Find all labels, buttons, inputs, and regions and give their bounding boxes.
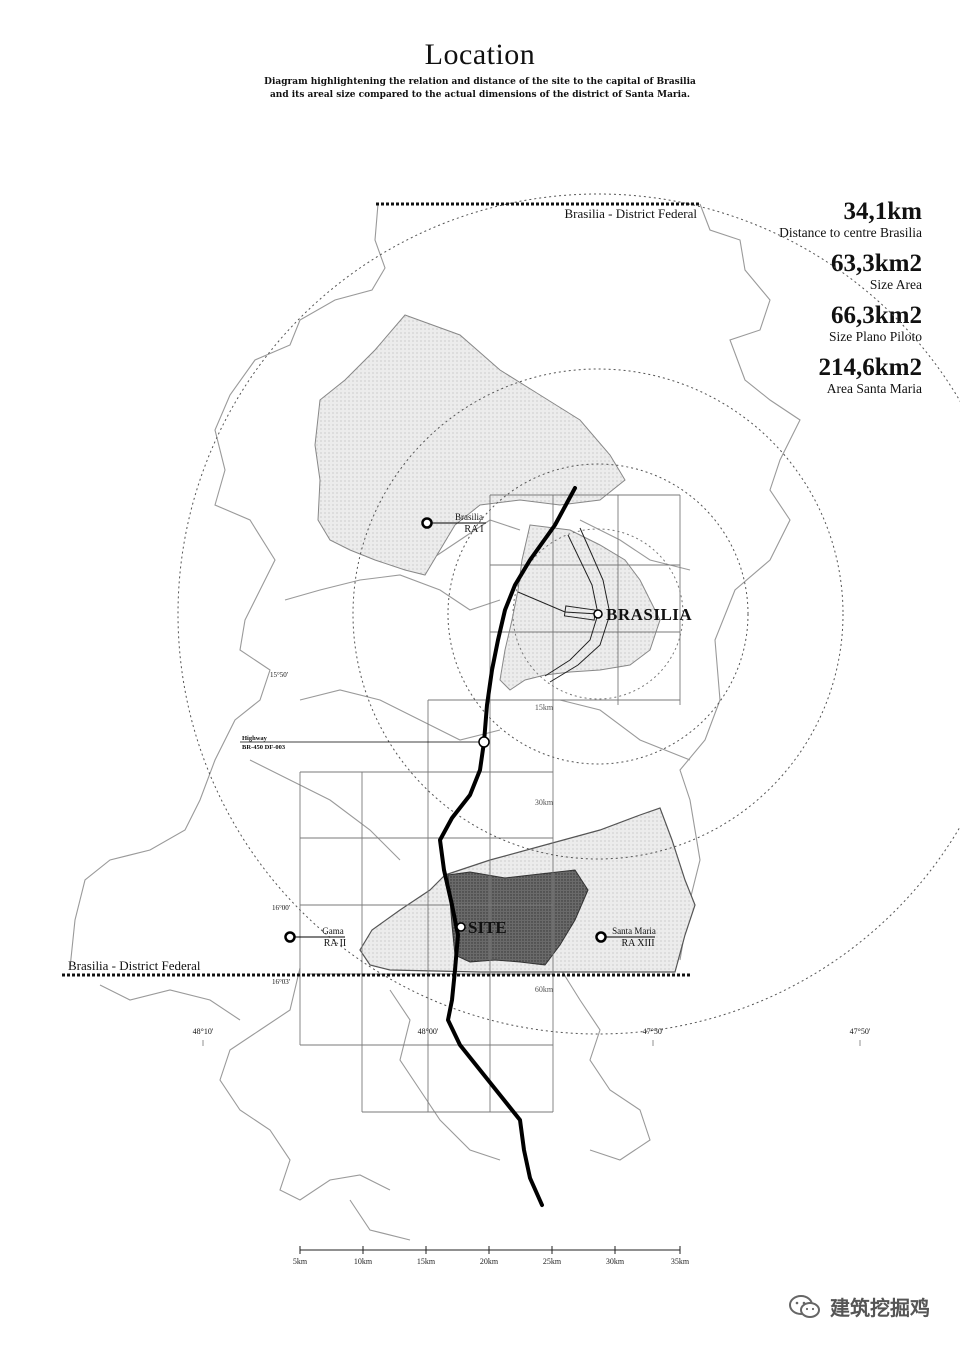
region-line-3 bbox=[559, 699, 691, 761]
scale-label: 30km bbox=[606, 1257, 625, 1266]
santa-maria-name: Santa Maria bbox=[612, 926, 656, 936]
scale-label: 35km bbox=[671, 1257, 690, 1266]
stat-label: Size Area bbox=[869, 277, 922, 292]
ring-label-15: 15km bbox=[535, 703, 554, 712]
santa-maria-marker bbox=[595, 931, 607, 943]
highway-route bbox=[438, 486, 577, 1207]
site-marker bbox=[456, 922, 466, 932]
brasilia-ra-marker bbox=[421, 517, 433, 529]
ring-label-60: 60km bbox=[535, 985, 554, 994]
ring-label-30: 30km bbox=[535, 798, 554, 807]
region-line-south-2 bbox=[389, 989, 501, 1161]
district-outline-east bbox=[679, 203, 801, 961]
stat-value: 63,3km2 bbox=[831, 250, 922, 277]
place-markers bbox=[240, 517, 655, 943]
lat-label-1603: 16°03' bbox=[272, 978, 290, 986]
brasilia-marker bbox=[593, 609, 603, 619]
highway-label-2: BR-450 DF-003 bbox=[242, 744, 286, 751]
region-line-5 bbox=[429, 519, 521, 561]
scale-label: 20km bbox=[480, 1257, 499, 1266]
scale-label: 25km bbox=[543, 1257, 562, 1266]
region-line-4 bbox=[249, 759, 401, 861]
lon-label-4810: 48°10' bbox=[193, 1027, 214, 1036]
page-subtitle: Diagram highlightening the relation and … bbox=[0, 76, 960, 102]
region-line-2 bbox=[299, 689, 501, 741]
region-line-south-5 bbox=[349, 1199, 411, 1241]
grid-lines bbox=[299, 494, 681, 1113]
watermark-text: 建筑挖掘鸡 bbox=[830, 1296, 930, 1320]
page-title: Location bbox=[424, 38, 536, 71]
scale-bar bbox=[299, 1246, 681, 1254]
brasilia-ra-area bbox=[314, 314, 626, 576]
scale-label: 10km bbox=[354, 1257, 373, 1266]
lon-label-4750a: 47°50' bbox=[643, 1027, 664, 1036]
brasilia-ra-name: Brasilia bbox=[455, 512, 483, 522]
region-line-1 bbox=[284, 574, 501, 611]
gama-name: Gama bbox=[322, 926, 344, 936]
stat-label: Size Plano Piloto bbox=[828, 329, 922, 344]
region-line-south-4 bbox=[99, 984, 241, 1021]
stat-santa-maria: 214,6km2 Area Santa Maria bbox=[779, 354, 922, 396]
scale-labels: 5km 10km 15km 20km 25km 30km 35km bbox=[293, 1257, 690, 1266]
stat-value: 214,6km2 bbox=[818, 354, 922, 381]
highway-label-1: Highway bbox=[242, 735, 268, 742]
lat-label-1600: 16°00' bbox=[272, 904, 290, 912]
lon-ticks bbox=[202, 1040, 861, 1046]
district-label-bottom: Brasilia - District Federal bbox=[68, 958, 201, 973]
subtitle-line-2: and its areal size compared to the actua… bbox=[269, 90, 691, 100]
region-line-south-3 bbox=[559, 967, 651, 1161]
stat-size-area: 63,3km2 Size Area bbox=[779, 250, 922, 292]
gama-marker bbox=[284, 931, 296, 943]
site-label: SITE bbox=[468, 918, 507, 937]
wechat-icon bbox=[789, 1294, 820, 1318]
stat-value: 66,3km2 bbox=[831, 302, 922, 329]
stat-value: 34,1km bbox=[843, 198, 922, 225]
stat-distance: 34,1km Distance to centre Brasilia bbox=[779, 198, 922, 240]
lon-label-4750b: 47°50' bbox=[850, 1027, 871, 1036]
district-outline-main bbox=[69, 203, 386, 969]
scale-label: 5km bbox=[293, 1257, 308, 1266]
stat-label: Distance to centre Brasilia bbox=[779, 225, 922, 240]
stats-panel: 34,1km Distance to centre Brasilia 63,3k… bbox=[779, 198, 922, 406]
stat-plano-piloto: 66,3km2 Size Plano Piloto bbox=[779, 302, 922, 344]
brasilia-label: BRASILIA bbox=[606, 605, 692, 624]
subtitle-line-1: Diagram highlightening the relation and … bbox=[264, 77, 696, 87]
district-label-top: Brasilia - District Federal bbox=[565, 206, 698, 221]
santa-maria-code: RA XIII bbox=[621, 938, 654, 949]
ring-15km bbox=[447, 463, 749, 765]
stat-label: Area Santa Maria bbox=[826, 381, 922, 396]
scale-label: 15km bbox=[417, 1257, 436, 1266]
ring-30km bbox=[352, 368, 844, 860]
lat-label-1550: 15°50' bbox=[270, 671, 288, 679]
lon-label-4800: 48°00' bbox=[418, 1027, 439, 1036]
highway-marker bbox=[478, 736, 490, 748]
watermark: 建筑挖掘鸡 bbox=[788, 1292, 930, 1321]
ring-inner bbox=[512, 528, 684, 700]
distance-rings bbox=[177, 193, 960, 1035]
region-line-south-1 bbox=[219, 967, 391, 1201]
gama-code: RA II bbox=[324, 938, 347, 949]
brasilia-ra-code: RA I bbox=[464, 524, 483, 535]
